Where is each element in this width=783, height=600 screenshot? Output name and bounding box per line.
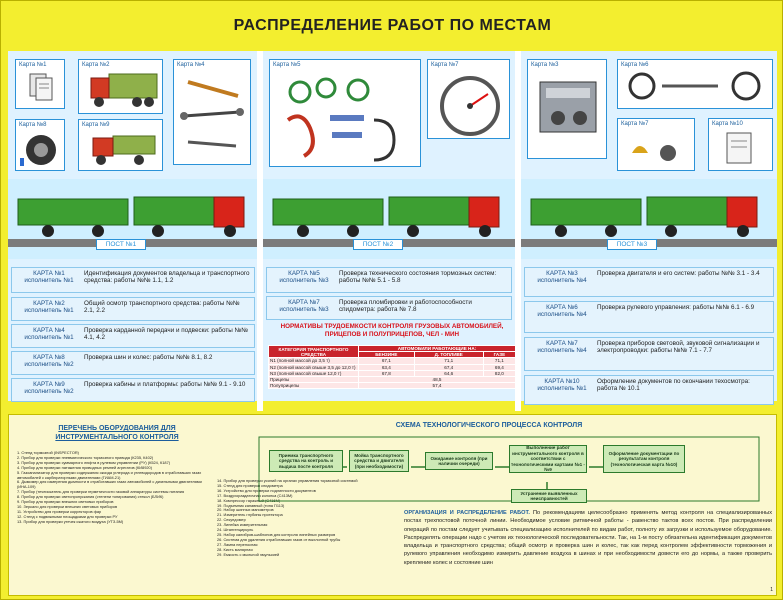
list-item: 22. Секундомер: [217, 517, 246, 523]
equipment-title: ПЕРЕЧЕНЬ ОБОРУДОВАНИЯ ДЛЯ ИНСТРУМЕНТАЛЬН…: [55, 425, 179, 441]
scheme-step: Мойка транспортного средства и двигателя…: [349, 450, 409, 472]
list-item: 13. Прибор для проверки утечек сжатого в…: [17, 518, 124, 524]
norms-title: НОРМАТИВЫ ТРУДОЕМКОСТИ КОНТРОЛЯ ГРУЗОВЫХ…: [280, 323, 504, 338]
list-item: 4. Прибор для проверки натяжения приводн…: [17, 464, 152, 470]
scheme-title: СХЕМА ТЕХНОЛОГИЧЕСКОГО ПРОЦЕССА КОНТРОЛЯ: [395, 422, 583, 429]
page-number: 1: [770, 587, 773, 593]
organization-text: ОРГАНИЗАЦИЯ И РАСПРЕДЕЛЕНИЕ РАБОТ. По ре…: [404, 509, 772, 567]
list-item: 12. Стенд с подвижными площадками для пр…: [17, 513, 118, 519]
bottom-section: ПЕРЕЧЕНЬ ОБОРУДОВАНИЯ ДЛЯ ИНСТРУМЕНТАЛЬН…: [8, 414, 777, 596]
engine-icon: [539, 81, 597, 133]
list-item: 6. Дымомер для измерения дымности в отра…: [17, 479, 202, 490]
list-item: 20. Набор шинных манометров: [217, 507, 274, 513]
truck-icon: [90, 73, 158, 107]
list-item: 17. Воздухораздаточная колонка (С413М): [217, 492, 293, 498]
list-item: 25. Набор калибров-шаблонов для контроля…: [217, 531, 336, 537]
truck-cab-icon: [92, 135, 156, 165]
card-3: Карта №3: [527, 59, 607, 159]
equipment-list-right: 14. Прибор для проверки усилий на органа…: [217, 478, 397, 558]
list-item: 29. Емкость с мыльной эмульсией: [217, 551, 280, 557]
norms-table: КАТЕГОРИЯ ТРАНСПОРТНОГО СРЕДСТВА АВТОМОБ…: [268, 344, 517, 390]
headlight-icon: [632, 145, 676, 161]
list-item: 18. Компрессор гаражный (С416М): [217, 497, 281, 503]
list-item: 2. Прибор для проверки пневматического т…: [17, 454, 154, 460]
scheme-step: Оформление документации по результатам к…: [603, 445, 685, 473]
table-row: N3 (полной массой свыше 12,0 т) 67,8 64,…: [268, 369, 517, 377]
card-6: Карта №6: [617, 59, 773, 109]
tire-icon: [20, 135, 56, 166]
list-item: 19. Подъемник канавный (типа П113): [217, 502, 285, 508]
speedometer-icon: [440, 76, 500, 136]
table-row: Полуприцепы 57,4: [268, 382, 516, 390]
brake-components-icon: [286, 77, 396, 162]
list-item: 24. Штангенциркуль: [217, 527, 254, 533]
list-item: 16. Устройство для проверки подлинности …: [217, 487, 316, 493]
organization-heading: ОРГАНИЗАЦИЯ И РАСПРЕДЕЛЕНИЕ РАБОТ.: [404, 510, 530, 516]
list-item: 7. Прибор (течеискатель для проверки гер…: [17, 489, 185, 495]
separator: [257, 51, 263, 411]
post-3-label: ПОСТ №3: [607, 239, 657, 250]
list-item: 10. Зеркало для проверки внешних световы…: [17, 503, 118, 509]
list-item: 1. Стенд тормозной (INSPECTOR): [17, 450, 79, 455]
list-item: 11. Устройство для проверки корректоров …: [17, 508, 102, 514]
separator: [515, 51, 521, 411]
list-item: 21. Измеритель глубины протектора: [217, 512, 283, 518]
card-7-mid: Карта №7: [427, 59, 510, 139]
scheme-step: Приемка транспортного средства на контро…: [269, 450, 343, 472]
card-1: Карта №1: [15, 59, 65, 109]
post-1-label: ПОСТ №1: [96, 239, 146, 250]
scheme-step: Устранение выявленных неисправностей: [511, 489, 587, 503]
list-item: 27. Лампа переносная: [217, 541, 258, 547]
card-5: Карта №5: [269, 59, 421, 167]
list-item: 9. Прибор для проверки внешних световых …: [17, 499, 114, 505]
list-item: 8. Прибор для проверки светопропускания …: [17, 494, 164, 500]
list-item: 5. Газоанализатор для проверки содержани…: [17, 469, 202, 480]
document-icon: [29, 73, 53, 101]
list-item: 14. Прибор для проверки усилий на органа…: [217, 478, 358, 483]
card-2: Карта №2: [78, 59, 163, 114]
scheme-step: Ожидание контроля (при наличии очереди): [425, 452, 493, 470]
document-icon: [726, 132, 752, 164]
steering-icon: [628, 71, 761, 101]
list-item: 23. Линейка измерительная: [217, 522, 268, 528]
card-10: Карта №10: [708, 118, 773, 171]
list-item: 3. Прибор для проверки суммарного люфта …: [17, 459, 171, 465]
list-item: 26. Система для удаления отработавших га…: [217, 536, 341, 542]
post-2-label: ПОСТ №2: [353, 239, 403, 250]
organization-body: По рекомендациям целесообразно применять…: [404, 510, 772, 566]
poster-title: РАСПРЕДЕЛЕНИЕ РАБОТ ПО МЕСТАМ: [233, 17, 552, 34]
scheme-step: Выполнение работ инструментального контр…: [509, 445, 587, 473]
card-9: Карта №9: [78, 119, 163, 171]
card-8: Карта №8: [15, 119, 65, 171]
driveshaft-icon: [180, 80, 244, 148]
equipment-list-left: 1. Стенд тормозной (INSPECTOR) 2. Прибор…: [17, 450, 217, 525]
card-4: Карта №4: [173, 59, 251, 165]
list-item: 15. Стенд для проверки спидометра: [217, 482, 283, 488]
card-7-right: Карта №7: [617, 118, 695, 171]
norms-col-category: КАТЕГОРИЯ ТРАНСПОРТНОГО СРЕДСТВА: [268, 344, 359, 359]
list-item: 28. Кисть малярная: [217, 546, 253, 552]
